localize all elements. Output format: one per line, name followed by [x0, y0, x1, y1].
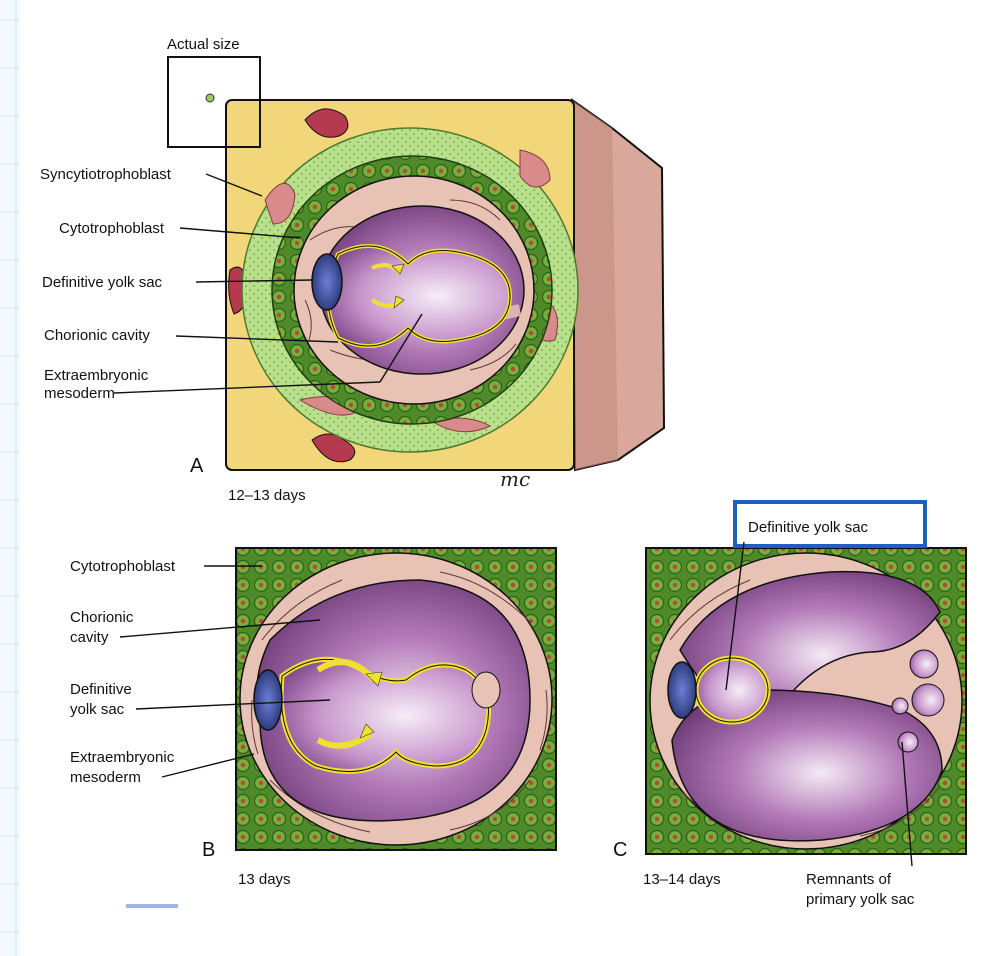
leader-a-cytotrophoblast [179, 227, 301, 239]
panel-c-letter: C [613, 839, 627, 861]
label-b-definitive-yolk-sac-line2: yolk sac [70, 701, 125, 718]
actual-size-dot [205, 93, 215, 103]
leader-b-chorionic-cavity [119, 619, 321, 638]
leader-c-remnants [901, 741, 913, 867]
panel-a-illustration [225, 98, 666, 472]
panel-c-illustration [645, 547, 967, 855]
label-b-definitive-yolk-sac-line1: Definitive [70, 681, 132, 698]
panel-b-illustration [235, 547, 557, 851]
leader-c-definitive-yolk-sac [725, 541, 745, 691]
panel-b-caption: 13 days [238, 871, 291, 888]
leader-a-syncytiotrophoblast [205, 173, 263, 197]
label-a-cytotrophoblast: Cytotrophoblast [59, 220, 165, 237]
panel-c-caption: 13–14 days [643, 871, 721, 888]
leader-b-definitive-yolk-sac [135, 699, 331, 710]
label-a-extraembryonic-mesoderm-line1: Extraembryonic [44, 367, 149, 384]
label-c-remnants-line1: Remnants of [806, 871, 892, 888]
label-a-chorionic-cavity: Chorionic cavity [44, 327, 150, 344]
label-b-chorionic-cavity-line1: Chorionic [70, 609, 134, 626]
label-b-extraembryonic-mesoderm-line1: Extraembryonic [70, 749, 175, 766]
leader-a-extraembryonic-mesoderm [113, 381, 381, 394]
panel-b-letter: B [202, 839, 215, 861]
actual-size-box [167, 56, 261, 148]
leader-b-extraembryonic-mesoderm [161, 753, 255, 778]
notebook-grid-strip [0, 0, 20, 956]
label-b-chorionic-cavity-line2: cavity [70, 629, 109, 646]
label-c-definitive-yolk-sac: Definitive yolk sac [748, 519, 869, 536]
panel-a-caption: 12–13 days [228, 487, 306, 504]
leader-a-chorionic-cavity [175, 335, 339, 343]
highlight-box-definitive-yolk-sac [733, 500, 927, 548]
label-b-cytotrophoblast: Cytotrophoblast [70, 558, 176, 575]
leader-a-extraembryonic-mesoderm-branch [379, 313, 423, 383]
artist-signature: mc [500, 467, 530, 491]
panel-a-letter: A [190, 455, 204, 477]
leader-a-definitive-yolk-sac [195, 279, 313, 283]
label-a-syncytiotrophoblast: Syncytiotrophoblast [40, 166, 172, 183]
faded-mark [126, 904, 178, 908]
label-b-extraembryonic-mesoderm-line2: mesoderm [70, 769, 141, 786]
label-c-remnants-line2: primary yolk sac [806, 891, 915, 908]
label-a-definitive-yolk-sac: Definitive yolk sac [42, 274, 163, 291]
actual-size-label: Actual size [167, 36, 240, 53]
label-a-extraembryonic-mesoderm-line2: mesoderm [44, 385, 115, 402]
